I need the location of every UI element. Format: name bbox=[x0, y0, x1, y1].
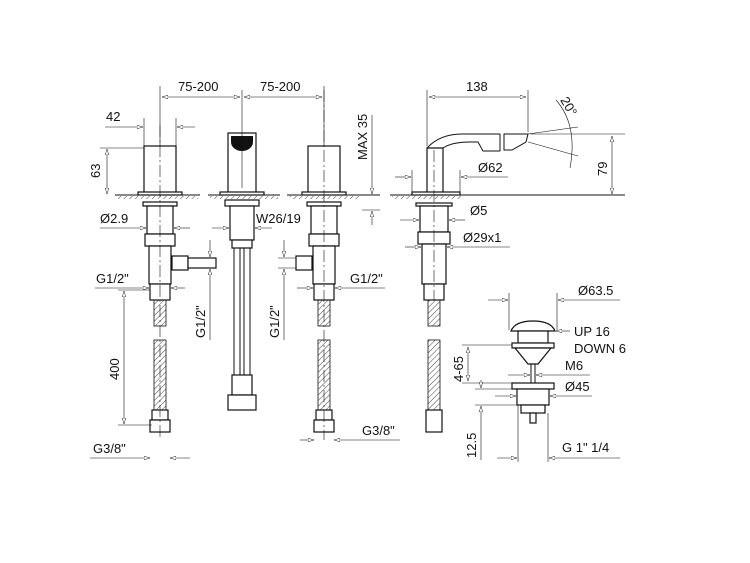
label-outlet-right: G1/2" bbox=[267, 305, 282, 338]
label-handle-width: 42 bbox=[106, 109, 120, 124]
label-drain-body-dia: Ø45 bbox=[565, 379, 590, 394]
spout-profile bbox=[411, 133, 529, 433]
label-drain-thread: G 1" 1/4 bbox=[562, 440, 609, 455]
label-max-deck: MAX 35 bbox=[355, 114, 370, 160]
dimension-lines bbox=[90, 86, 625, 462]
label-inlet-left: G1/2" bbox=[96, 271, 129, 286]
left-valve bbox=[137, 125, 217, 440]
deck-lines bbox=[115, 194, 625, 199]
label-drain-cap-dia: Ø63.5 bbox=[578, 283, 613, 298]
label-drain-height: 12.5 bbox=[464, 433, 479, 458]
label-shank-dia: Ø5 bbox=[470, 203, 487, 218]
label-drain-rod: M6 bbox=[565, 358, 583, 373]
label-hose-length: 400 bbox=[107, 358, 122, 380]
label-thread: Ø29x1 bbox=[463, 230, 501, 245]
label-hose-end-right: G3/8" bbox=[362, 423, 395, 438]
label-drain-down: DOWN 6 bbox=[574, 341, 626, 356]
dimension-labels: 75-200 75-200 42 63 MAX 35 Ø2.9 W26/19 G… bbox=[88, 79, 626, 458]
label-spout-angle: 20° bbox=[557, 94, 580, 119]
label-hole-dia: Ø2.9 bbox=[100, 211, 128, 226]
center-spout bbox=[219, 90, 265, 411]
label-spacing-left: 75-200 bbox=[178, 79, 218, 94]
label-flange-dia: Ø62 bbox=[478, 160, 503, 175]
label-spout-reach: 138 bbox=[466, 79, 488, 94]
label-drain-range: 4-65 bbox=[451, 356, 466, 382]
label-spout-height: 79 bbox=[595, 162, 610, 176]
right-valve bbox=[295, 90, 347, 440]
label-drain-up: UP 16 bbox=[574, 324, 610, 339]
label-handle-height: 63 bbox=[88, 164, 103, 178]
label-inlet-right: G1/2" bbox=[350, 271, 383, 286]
label-spout-nut: W26/19 bbox=[256, 211, 301, 226]
label-spacing-right: 75-200 bbox=[260, 79, 300, 94]
pop-up-drain bbox=[510, 320, 556, 424]
label-hose-end-left: G3/8" bbox=[93, 441, 126, 456]
label-outlet-left: G1/2" bbox=[193, 305, 208, 338]
